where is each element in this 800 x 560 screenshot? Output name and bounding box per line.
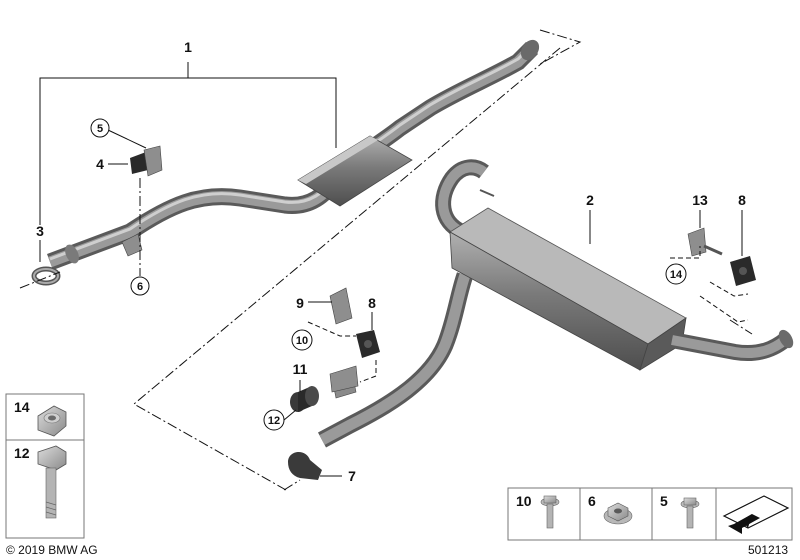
callout-11: 11 — [293, 361, 308, 377]
callouts: 1 2 3 4 5 6 7 8 8 9 10 11 12 13 14 — [36, 39, 746, 484]
callout-8-center: 8 — [368, 295, 376, 311]
callout-10: 10 — [296, 335, 308, 347]
legend-label-5: 5 — [660, 493, 668, 509]
leader-lines — [19, 29, 753, 491]
hex-nut-icon — [37, 405, 67, 437]
rubber-mount-part-8-rear — [730, 256, 756, 286]
clamp-part-7 — [288, 451, 322, 480]
rear-silencer-assembly — [317, 159, 794, 448]
legend-label-6: 6 — [588, 493, 596, 509]
torx-bolt-icon — [680, 497, 700, 529]
legend-left: 14 12 — [5, 393, 85, 539]
bracket-part-9 — [329, 287, 353, 325]
callout-10-circle — [291, 329, 313, 351]
bracket-part-11-plate — [329, 365, 359, 393]
callout-7: 7 — [348, 468, 356, 484]
diagram-id: 501213 — [748, 543, 788, 557]
callout-8-rear: 8 — [738, 192, 746, 208]
legend-label-10: 10 — [516, 493, 532, 509]
callout-14-circle — [665, 263, 687, 285]
callout-1: 1 — [184, 39, 192, 55]
hex-bolt-icon — [37, 445, 67, 519]
bracket-part-6 — [121, 233, 143, 257]
rubber-mount-part-4 — [130, 145, 163, 177]
callout-13: 13 — [692, 192, 708, 208]
callout-5: 5 — [97, 123, 103, 135]
callout-6: 6 — [137, 281, 143, 293]
callout-3: 3 — [36, 223, 44, 239]
callout-12-circle — [263, 409, 285, 431]
callout-2: 2 — [586, 192, 594, 208]
callout-9: 9 — [296, 295, 304, 311]
callout-4: 4 — [96, 156, 104, 172]
flange-bolt-icon — [540, 495, 560, 529]
flange-nut-icon — [603, 502, 633, 525]
legend-bottom: 10 6 5 — [507, 487, 793, 541]
legend-label-14: 14 — [14, 399, 30, 415]
bracket-part-13 — [687, 227, 723, 257]
callout-14: 14 — [670, 269, 683, 281]
assembly-arrow-icon — [722, 495, 790, 534]
rubber-mount-part-8-center — [356, 330, 380, 358]
copyright-text: © 2019 BMW AG — [6, 543, 98, 557]
legend-label-12: 12 — [14, 445, 30, 461]
clamp-part-3 — [31, 266, 61, 286]
callout-6-circle — [130, 276, 150, 296]
callout-12: 12 — [268, 415, 280, 427]
callout-5-circle — [90, 118, 110, 138]
front-pipe-assembly — [47, 39, 540, 270]
bushing-part-11 — [290, 386, 319, 412]
